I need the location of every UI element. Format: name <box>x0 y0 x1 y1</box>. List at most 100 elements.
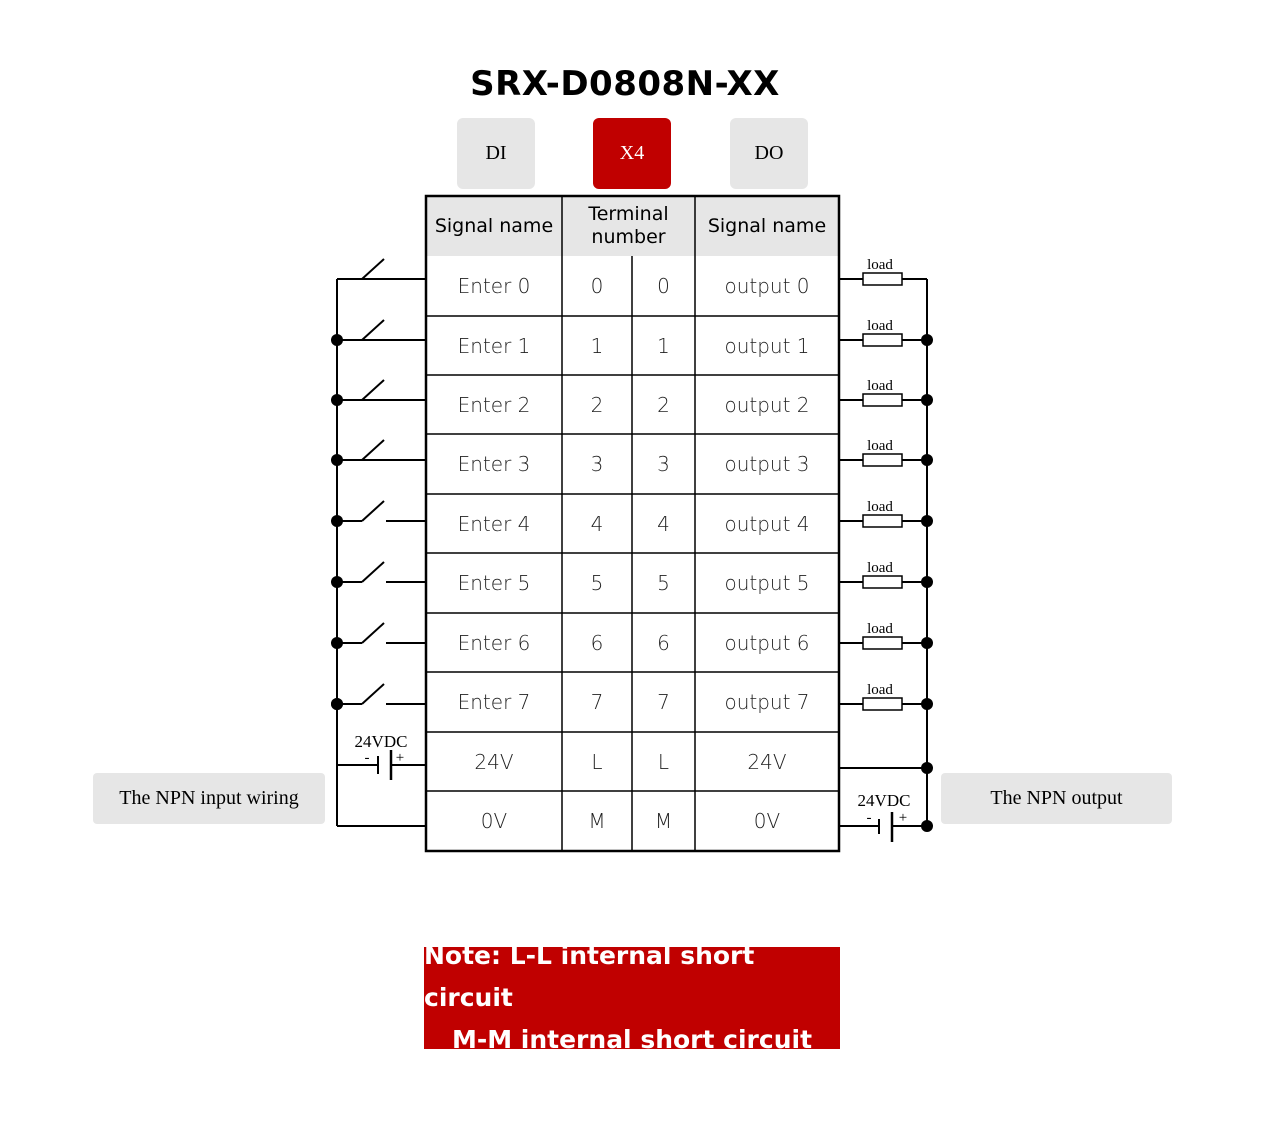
load-resistor-icon <box>862 453 903 467</box>
table-cell-input-signal: 24V <box>474 749 514 774</box>
load-label: load <box>867 682 893 698</box>
table-cell-terminal-right: L <box>657 749 670 774</box>
junction-dot <box>331 698 343 710</box>
header-output-signal-name: Signal name <box>695 196 839 256</box>
load-label: load <box>867 318 893 334</box>
load-label: load <box>867 499 893 515</box>
table-cell-terminal-left: L <box>591 749 603 774</box>
output-supply-label: 24VDC <box>858 791 911 810</box>
switch-contact-icon <box>361 439 385 461</box>
switch-contact-icon <box>361 379 385 401</box>
note-box: Note: L-L internal short circuit M-M int… <box>424 941 840 1054</box>
junction-dot <box>331 394 343 406</box>
table-cell-input-signal: Enter 5 <box>457 571 531 595</box>
table-cell-input-signal: Enter 7 <box>457 690 531 714</box>
npn-input-label: The NPN input wiring <box>93 773 325 824</box>
npn-output-label: The NPN output <box>941 773 1172 824</box>
note-line-1: Note: L-L internal short circuit <box>424 941 755 1012</box>
table-cell-output-signal: output 7 <box>724 690 810 714</box>
switch-contact-icon <box>361 561 385 583</box>
input-supply-label: 24VDC <box>355 732 408 751</box>
table-cell-terminal-right: 0 <box>657 274 670 298</box>
junction-dot <box>921 698 933 710</box>
switch-contact-icon <box>361 319 385 341</box>
table-cell-input-signal: Enter 2 <box>457 392 531 417</box>
load-resistor-icon <box>862 575 903 589</box>
load-label: load <box>867 378 893 394</box>
junction-dot <box>921 334 933 346</box>
table-cell-terminal-left: 2 <box>590 392 604 417</box>
page-title: SRX-D0808N-XX <box>470 64 780 104</box>
switch-contact-icon <box>361 683 385 705</box>
load-resistor-icon <box>862 697 903 711</box>
switch-contact-icon <box>361 500 385 522</box>
table-cell-input-signal: 0V <box>480 809 508 833</box>
load-resistor-icon <box>862 272 903 286</box>
table-cell-output-signal: output 5 <box>724 571 810 595</box>
header-terminal-number: Terminal number <box>562 196 695 256</box>
table-cell-terminal-right: 3 <box>657 452 670 476</box>
switch-contact-icon <box>361 622 385 644</box>
table-cell-output-signal: output 3 <box>724 452 810 476</box>
junction-dot <box>331 515 343 527</box>
table-cell-terminal-left: 7 <box>590 690 604 714</box>
junction-dot <box>921 762 933 774</box>
table-cell-terminal-right: 2 <box>657 392 670 417</box>
table-cell-output-signal: 24V <box>747 749 787 774</box>
table-cell-output-signal: output 6 <box>724 630 810 655</box>
switch-contact-icon <box>361 258 385 280</box>
junction-dot <box>921 394 933 406</box>
junction-dot <box>921 820 933 832</box>
battery-minus-sign: - <box>867 810 872 826</box>
junction-dot <box>331 334 343 346</box>
table-cell-terminal-left: 5 <box>590 571 604 595</box>
junction-dot <box>921 637 933 649</box>
load-resistor-icon <box>862 333 903 347</box>
table-cell-terminal-right: 5 <box>657 571 670 595</box>
tab-do[interactable]: DO <box>730 118 808 189</box>
junction-dot <box>921 454 933 466</box>
table-cell-input-signal: Enter 0 <box>457 274 531 298</box>
table-cell-terminal-left: 0 <box>590 274 604 298</box>
battery-plus-sign: + <box>396 750 404 766</box>
terminal-table: Signal name Terminal number Signal name … <box>426 196 839 851</box>
load-label: load <box>867 621 893 637</box>
table-cell-terminal-left: M <box>588 809 606 833</box>
table-cell-output-signal: output 0 <box>724 274 810 298</box>
load-resistor-icon <box>862 393 903 407</box>
junction-dot <box>331 637 343 649</box>
table-cell-output-signal: output 1 <box>724 333 810 358</box>
load-label: load <box>867 438 893 454</box>
table-cell-terminal-right: 1 <box>657 333 670 358</box>
table-cell-input-signal: Enter 3 <box>457 452 531 476</box>
header-input-signal-name: Signal name <box>426 196 562 256</box>
junction-dot <box>921 576 933 588</box>
table-cell-terminal-right: 7 <box>657 690 670 714</box>
tab-x4[interactable]: X4 <box>593 118 671 189</box>
table-cell-terminal-left: 6 <box>590 630 604 655</box>
table-cell-terminal-right: 4 <box>657 511 670 536</box>
battery-plus-sign: + <box>899 810 907 826</box>
table-cell-terminal-left: 3 <box>590 452 604 476</box>
table-cell-output-signal: output 4 <box>724 511 810 536</box>
load-resistor-icon <box>862 636 903 650</box>
table-cell-terminal-left: 1 <box>590 333 604 358</box>
table-border <box>424 194 841 853</box>
table-cell-input-signal: Enter 6 <box>457 630 531 655</box>
table-cell-input-signal: Enter 1 <box>457 333 531 358</box>
load-label: load <box>867 257 893 273</box>
tab-di[interactable]: DI <box>457 118 535 189</box>
table-cell-terminal-left: 4 <box>590 511 604 536</box>
table-cell-terminal-right: M <box>654 809 673 833</box>
table-cell-terminal-right: 6 <box>657 630 670 655</box>
battery-minus-sign: - <box>365 750 370 766</box>
table-cell-output-signal: output 2 <box>724 392 810 417</box>
junction-dot <box>331 454 343 466</box>
junction-dot <box>331 576 343 588</box>
load-resistor-icon <box>862 514 903 528</box>
table-cell-output-signal: 0V <box>753 809 781 833</box>
table-cell-input-signal: Enter 4 <box>457 511 531 536</box>
load-label: load <box>867 560 893 576</box>
note-line-2: M-M internal short circuit <box>451 1025 813 1054</box>
